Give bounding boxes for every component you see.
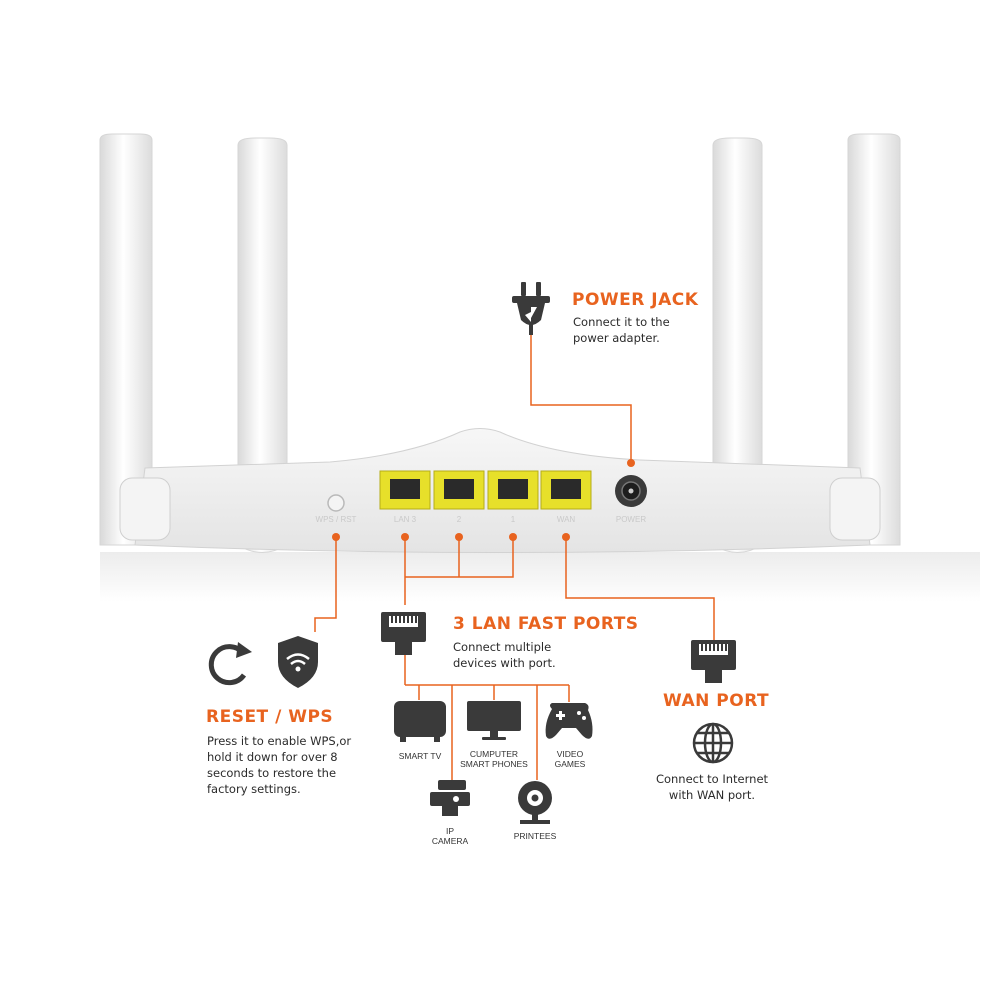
- device-label-line: IP: [445, 826, 455, 836]
- hinge-right: [829, 477, 881, 541]
- hinge-left: [119, 477, 171, 541]
- antenna-right-outer: [847, 133, 901, 546]
- smart-tv-icon: [394, 701, 446, 742]
- device-label-smart-tv: SMART TV: [380, 751, 460, 761]
- port-label-lan2: 2: [457, 515, 462, 524]
- device-label-line: CUMPUTER: [469, 749, 519, 759]
- device-label-video-games: VIDEO GAMES: [538, 749, 602, 769]
- power-socket: [615, 475, 647, 507]
- device-label-line: PRINTEES: [513, 831, 557, 841]
- gamepad-icon: [545, 703, 593, 739]
- ethernet-port-icon: [381, 612, 426, 655]
- antenna-right-inner: [712, 137, 763, 553]
- power-jack-desc: Connect it to the power adapter.: [573, 314, 670, 346]
- device-label-printees: PRINTEES: [500, 831, 570, 841]
- port-label-wps: WPS / RST: [316, 515, 357, 524]
- reset-wps-title: RESET / WPS: [206, 707, 334, 727]
- port-label-wan: WAN: [557, 515, 576, 524]
- reset-wps-desc: Press it to enable WPS,or hold it down f…: [207, 733, 351, 797]
- connector-dots: [332, 459, 635, 541]
- device-label-line: SMART TV: [398, 751, 442, 761]
- ethernet-port-lan1: [487, 470, 539, 510]
- lan-ports-desc-line: devices with port.: [453, 656, 556, 670]
- power-plug-icon: [512, 282, 550, 335]
- router: WPS / RST LAN 3 2 1 WAN POWER: [99, 133, 980, 602]
- wan-port-desc-line: Connect to Internet: [655, 772, 769, 786]
- device-label-computer: CUMPUTER SMART PHONES: [449, 749, 539, 769]
- reset-wps-desc-line: Press it to enable WPS,or: [207, 734, 352, 748]
- lan-connector-lines: [404, 537, 514, 605]
- power-jack-desc-line: power adapter.: [573, 331, 660, 345]
- power-connector-line: [530, 335, 632, 463]
- power-jack-title: POWER JACK: [572, 290, 699, 310]
- wan-ethernet-icon: [691, 640, 736, 683]
- reset-connector-line: [314, 537, 337, 632]
- antenna-left-inner: [237, 137, 288, 553]
- reset-wps-desc-line: factory settings.: [207, 782, 301, 796]
- wan-connector-line: [565, 537, 715, 640]
- router-reflection: [100, 552, 980, 602]
- webcam-icon: [518, 781, 552, 824]
- device-label-line: GAMES: [554, 759, 586, 769]
- device-label-line: VIDEO: [556, 749, 584, 759]
- devices-connector-lines: [404, 655, 570, 790]
- connector-lines: [314, 335, 715, 790]
- lan-ports-desc-line: Connect multiple: [453, 640, 552, 654]
- ethernet-port-lan3: [379, 470, 431, 510]
- ip-camera-icon: [430, 780, 470, 816]
- reset-button: [327, 494, 345, 512]
- ethernet-port-lan2: [433, 470, 485, 510]
- globe-icon: [692, 722, 734, 764]
- wan-port-desc-line: with WAN port.: [668, 788, 756, 802]
- wan-port-desc: Connect to Internet with WAN port.: [652, 771, 772, 803]
- ethernet-port-wan: [540, 470, 592, 510]
- power-jack-desc-line: Connect it to the: [573, 315, 670, 329]
- reset-wps-desc-line: hold it down for over 8: [207, 750, 338, 764]
- antenna-left-outer: [99, 133, 153, 546]
- port-label-power: POWER: [616, 515, 646, 524]
- lan-ports-desc: Connect multiple devices with port.: [453, 639, 556, 671]
- device-label-line: CAMERA: [431, 836, 469, 846]
- monitor-icon: [467, 701, 521, 740]
- port-label-lan3: LAN 3: [394, 515, 417, 524]
- wan-port-title: WAN PORT: [663, 691, 770, 711]
- lan-ports-title: 3 LAN FAST PORTS: [453, 614, 639, 634]
- device-label-line: SMART PHONES: [460, 759, 528, 769]
- reset-wps-desc-line: seconds to restore the: [207, 766, 337, 780]
- reset-icon: [208, 642, 252, 686]
- port-label-lan1: 1: [511, 515, 516, 524]
- wifi-shield-icon: [278, 636, 318, 688]
- device-label-ip-camera: IP CAMERA: [420, 826, 480, 846]
